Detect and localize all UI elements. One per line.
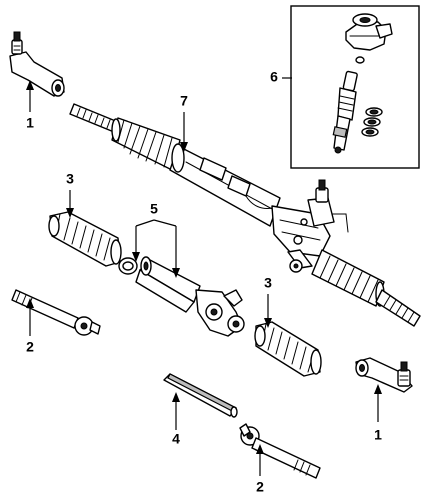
callout-rack-and-pinion: 7 [180, 93, 188, 109]
rack-left-boot-icon [111, 117, 181, 171]
callout-inner-tie-rod-bottom: 2 [256, 479, 264, 495]
leader-lines [26, 77, 382, 476]
seal-ring-icon [355, 56, 365, 64]
callout-labels: 1 1 2 2 3 3 4 5 6 7 [26, 69, 382, 495]
boot-left-icon [48, 211, 122, 267]
sleeve-icon [163, 373, 238, 418]
callout-valve-inset: 6 [270, 69, 278, 85]
valve-shaft-icon [332, 70, 358, 154]
callout-tie-rod-end-right: 1 [374, 427, 382, 443]
seal-stack-icon [361, 107, 383, 137]
inner-tie-rod-bottom-icon [239, 423, 321, 479]
tie-rod-end-left-icon [9, 31, 65, 97]
rack-tube-icon [169, 143, 281, 227]
boot-right-icon [254, 321, 322, 377]
rack-right-thread-icon [375, 289, 421, 327]
inner-tie-rod-left-icon [11, 289, 101, 336]
pinion-housing-icon [271, 179, 349, 273]
housing-bushing-icon [118, 256, 245, 337]
callout-sleeve: 4 [172, 431, 180, 447]
rack-assembly [69, 103, 421, 327]
control-valve-inset [290, 5, 420, 169]
tie-rod-end-right-icon [355, 357, 413, 393]
inset-frame [290, 5, 420, 169]
callout-tie-rod-end-left: 1 [26, 115, 34, 131]
rack-left-thread-icon [69, 103, 119, 133]
valve-housing-icon [345, 13, 393, 51]
callout-inner-tie-rod-left: 2 [26, 339, 34, 355]
rack-right-boot-icon [311, 249, 385, 307]
callout-boot-left: 3 [66, 171, 74, 187]
callout-boot-right: 3 [264, 275, 272, 291]
callout-housing-bushings: 5 [150, 201, 158, 217]
